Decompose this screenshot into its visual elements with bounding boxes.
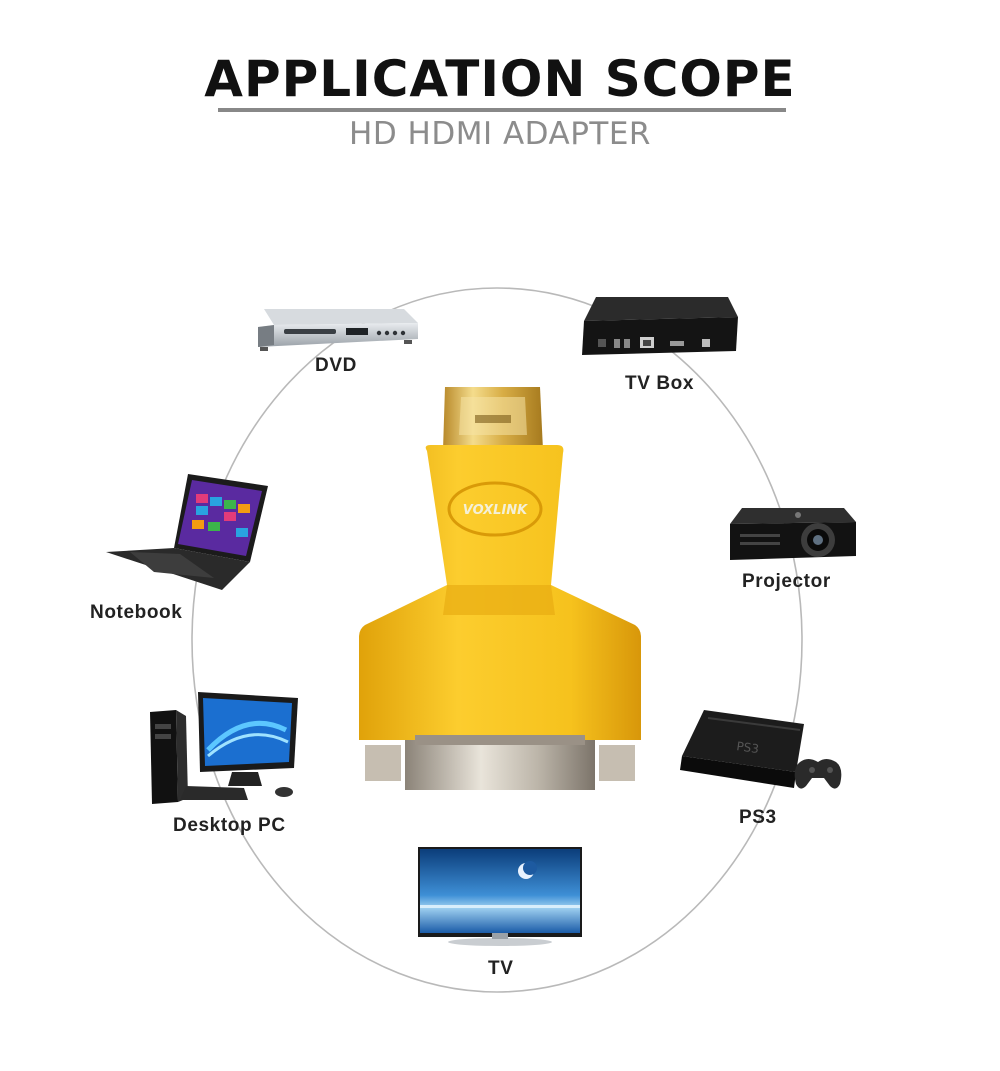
hdmi-dvi-adapter-image: VOXLINK bbox=[359, 387, 641, 790]
title-underline bbox=[218, 108, 786, 112]
tv-box-icon bbox=[582, 297, 738, 355]
page-title: APPLICATION SCOPE bbox=[204, 50, 796, 108]
page-subtitle: HD HDMI ADAPTER bbox=[349, 116, 651, 152]
ps3-console-icon: PS3 bbox=[680, 710, 842, 789]
device-label-notebook: Notebook bbox=[90, 602, 183, 623]
projector-icon bbox=[730, 508, 856, 560]
svg-text:PS3: PS3 bbox=[736, 739, 760, 756]
notebook-icon bbox=[106, 474, 268, 590]
device-label-ps3: PS3 bbox=[739, 807, 777, 828]
device-label-dvd: DVD bbox=[315, 355, 357, 376]
device-label-projector: Projector bbox=[742, 571, 831, 592]
brand-logo: VOXLINK bbox=[463, 503, 528, 518]
desktop-pc-icon bbox=[150, 692, 298, 804]
device-label-desktop-pc: Desktop PC bbox=[173, 815, 286, 836]
tv-icon bbox=[418, 847, 582, 946]
device-label-tv: TV bbox=[488, 958, 514, 979]
dvd-player-icon bbox=[258, 309, 418, 351]
device-label-tv-box: TV Box bbox=[625, 373, 695, 394]
